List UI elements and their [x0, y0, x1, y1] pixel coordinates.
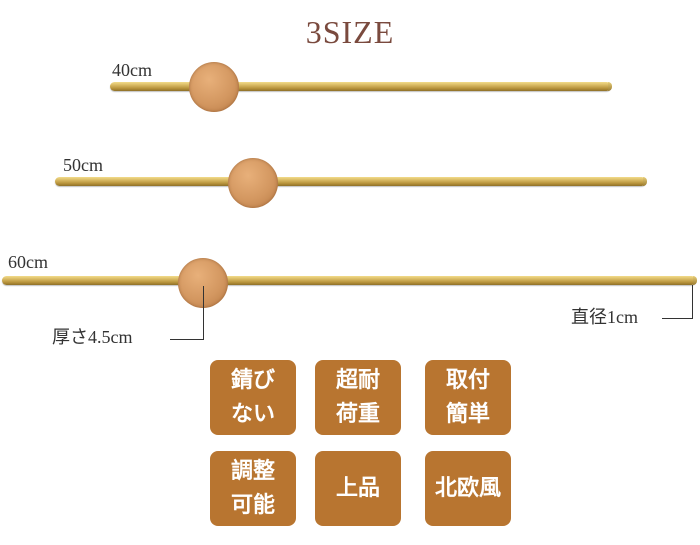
feature-badge-nordic: 北欧風 — [425, 451, 511, 526]
thickness-leader-horizontal — [170, 339, 204, 340]
rod-50-bar — [55, 177, 647, 186]
rod-40-label: 40cm — [112, 60, 152, 80]
page-title: 3SIZE — [305, 14, 395, 50]
feature-badge-rust-free: 錆び ない — [210, 360, 296, 435]
thickness-annotation: 厚さ4.5cm — [52, 327, 133, 347]
feature-badge-adjustable: 調整 可能 — [210, 451, 296, 526]
rod-50-mount-disk — [228, 158, 278, 208]
diameter-annotation: 直径1cm — [571, 307, 638, 327]
feature-badge-elegant: 上品 — [315, 451, 401, 526]
rod-40-bar — [110, 82, 612, 91]
rod-60-label: 60cm — [8, 252, 48, 272]
feature-badge-easy-install: 取付 簡単 — [425, 360, 511, 435]
feature-badge-heavy-load: 超耐 荷重 — [315, 360, 401, 435]
rod-60-bar — [2, 276, 697, 285]
rod-40-mount-disk — [189, 62, 239, 112]
diameter-leader-vertical — [692, 285, 693, 319]
diameter-leader-horizontal — [662, 318, 693, 319]
rod-50-label: 50cm — [63, 155, 103, 175]
thickness-leader-vertical — [203, 286, 204, 340]
